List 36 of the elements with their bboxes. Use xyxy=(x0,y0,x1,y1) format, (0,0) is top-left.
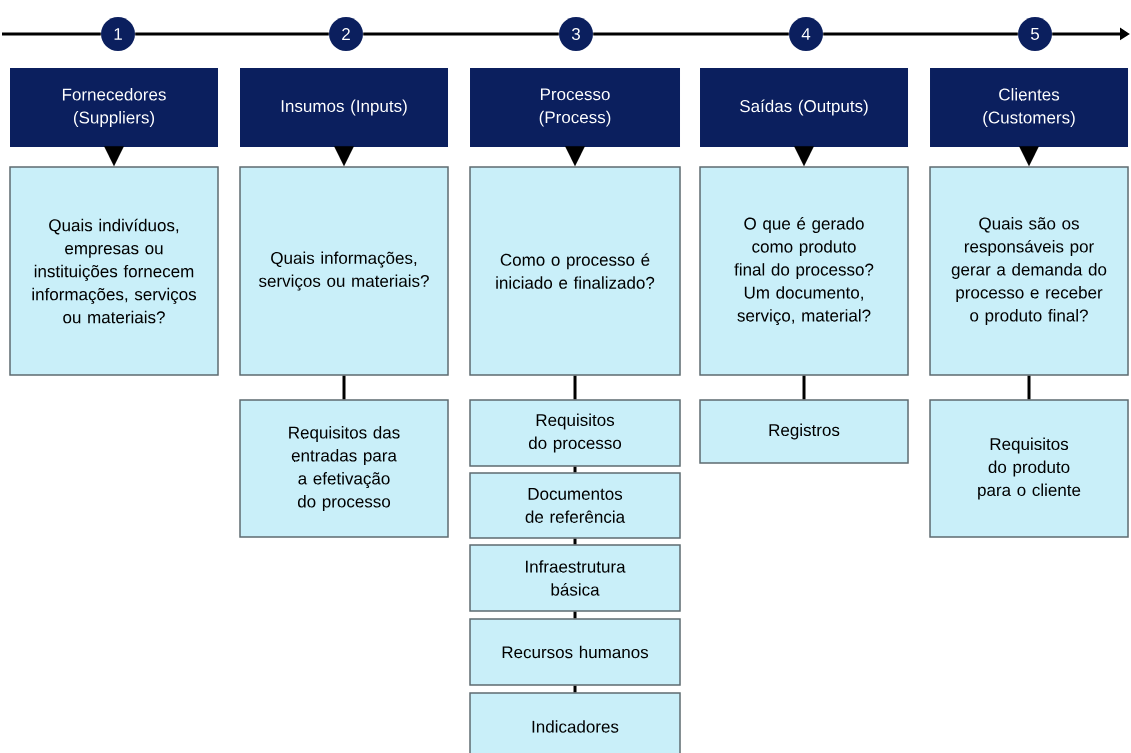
requirement-box: Indicadores xyxy=(469,692,681,753)
pointer-triangle xyxy=(565,146,585,167)
question-box: Quais informações, serviços ou materiais? xyxy=(239,166,449,376)
requirement-box: Requisitos do produto para o cliente xyxy=(929,399,1129,538)
connector-line xyxy=(573,685,577,693)
connector-line xyxy=(802,375,806,400)
requirement-box: Registros xyxy=(699,399,909,464)
connector-line xyxy=(573,375,577,400)
timeline-line xyxy=(135,32,329,36)
requirement-box: Infraestrutura básica xyxy=(469,544,681,612)
pointer-triangle xyxy=(794,146,814,167)
connector-line xyxy=(342,375,346,400)
connector-line xyxy=(573,611,577,619)
header-box: Saídas (Outputs) xyxy=(700,68,908,147)
timeline-line xyxy=(363,32,559,36)
header-box: Fornecedores (Suppliers) xyxy=(10,68,218,147)
question-box: Como o processo é iniciado e finalizado? xyxy=(469,166,681,376)
requirement-box: Requisitos das entradas para a efetivação do processo xyxy=(239,399,449,538)
header-box: Insumos (Inputs) xyxy=(240,68,448,147)
header-box: Processo (Process) xyxy=(470,68,680,147)
question-box: Quais são os responsáveis por gerar a demanda do processo e receber o produto final? xyxy=(929,166,1129,376)
connector-line xyxy=(573,538,577,545)
question-box: Quais indivíduos, empresas ou instituições fornecem informações, serviços ou materiais? xyxy=(9,166,219,376)
pointer-triangle xyxy=(1019,146,1039,167)
timeline-line xyxy=(823,32,1018,36)
timeline-line xyxy=(2,32,101,36)
timeline-line xyxy=(593,32,789,36)
requirement-box: Requisitos do processo xyxy=(469,399,681,467)
pointer-triangle xyxy=(104,146,124,167)
header-box: Clientes (Customers) xyxy=(930,68,1128,147)
question-box: O que é gerado como produto final do processo? Um documento, serviço, material? xyxy=(699,166,909,376)
pointer-triangle xyxy=(334,146,354,167)
requirement-box: Documentos de referência xyxy=(469,472,681,539)
requirement-box: Recursos humanos xyxy=(469,618,681,686)
connector-line xyxy=(573,466,577,473)
connector-line xyxy=(1027,375,1031,400)
